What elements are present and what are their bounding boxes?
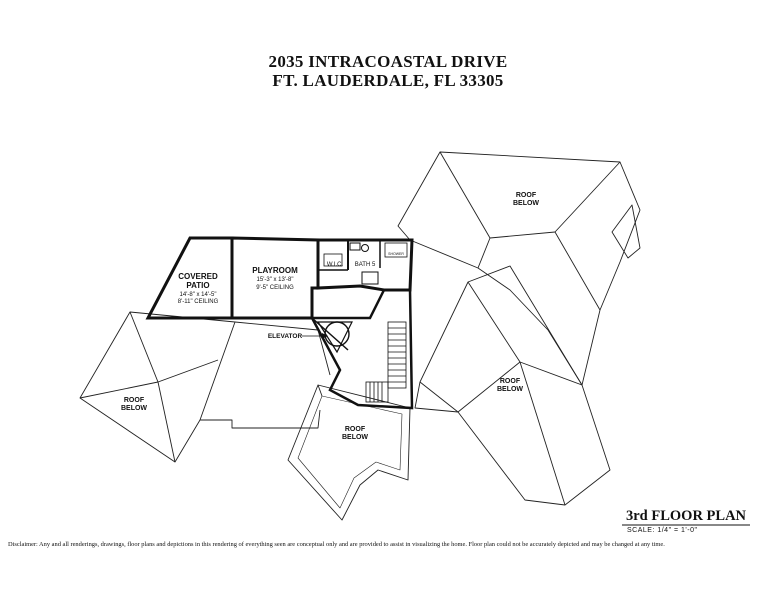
covered-patio-name-1: COVERED — [178, 272, 218, 281]
covered-patio-name-2: PATIO — [186, 281, 209, 290]
disclaimer-text: Disclaimer: Any and all renderings, draw… — [8, 541, 665, 548]
address-line-1: 2035 INTRACOASTAL DRIVE — [268, 52, 508, 71]
playroom-dims: 15'-3" x 13'-8" — [257, 277, 294, 283]
elevator-label: ELEVATOR — [268, 333, 303, 340]
room-labels: COVERED PATIO 14'-8" x 14'-5" 8'-11" CEI… — [121, 192, 539, 441]
plan-scale: SCALE: 1/4" = 1'-0" — [627, 527, 698, 534]
plan-title: 3rd FLOOR PLAN — [626, 508, 747, 524]
roof-label-lower-right-1: ROOF — [500, 378, 521, 385]
covered-patio-ceiling: 8'-11" CEILING — [178, 299, 219, 305]
wic-label: W.I.C. — [327, 262, 344, 268]
staircase — [365, 321, 407, 403]
stair-elevator-outline — [309, 288, 414, 410]
roof-lower-right — [414, 265, 611, 506]
roof-label-left-1: ROOF — [124, 397, 145, 404]
covered-patio-dims: 14'-8" x 14'-5" — [180, 292, 217, 298]
address-line-2: FT. LAUDERDALE, FL 33305 — [272, 71, 504, 90]
roof-label-upper-right-1: ROOF — [516, 192, 537, 199]
roof-label-lower-right-2: BELOW — [497, 386, 523, 393]
roof-label-bottom-1: ROOF — [345, 426, 366, 433]
shower-label: SHOWER — [388, 252, 404, 256]
roof-upper-right — [397, 151, 641, 386]
roof-label-bottom-2: BELOW — [342, 434, 368, 441]
roof-bottom-middle — [287, 384, 411, 521]
roof-left — [79, 311, 331, 463]
playroom-ceiling: 9'-5" CEILING — [256, 285, 294, 291]
elevator-shaft — [324, 321, 350, 347]
playroom-name: PLAYROOM — [252, 266, 298, 275]
roof-label-upper-right-2: BELOW — [513, 200, 539, 207]
bath-label: BATH 5 — [355, 262, 376, 268]
roof-label-left-2: BELOW — [121, 405, 147, 412]
